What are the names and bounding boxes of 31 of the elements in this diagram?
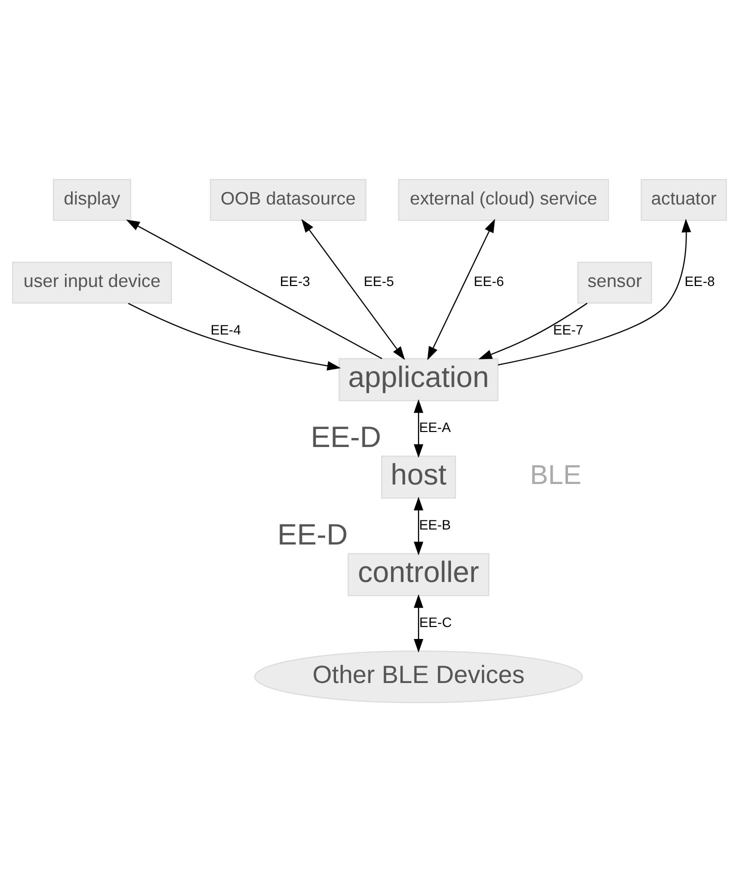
edge-label: EE-4 (210, 322, 241, 338)
node-box: application (338, 358, 498, 402)
arrow (498, 218, 692, 366)
node-box: actuator (640, 178, 727, 221)
label: BLE (530, 459, 582, 490)
node-box: controller (348, 553, 490, 596)
node-box: sensor (577, 262, 652, 304)
node-box: display (52, 178, 132, 221)
node-label: EE-D (277, 518, 348, 552)
node-box: user input device (12, 262, 172, 304)
arrow (128, 302, 341, 371)
arrow (126, 220, 382, 360)
edge-label: EE-A (419, 420, 451, 435)
node-box: OOB datasource (210, 178, 366, 221)
edge-label: EE-B (419, 517, 451, 532)
arrow (301, 219, 405, 360)
edge-label: EE-3 (280, 274, 310, 290)
edge-label: EE-8 (684, 274, 715, 290)
arrow (414, 399, 424, 458)
node-box: external (cloud) service (398, 178, 609, 221)
node-box: host (381, 456, 456, 499)
node-label: EE-D (310, 420, 382, 454)
edge-label: EE-6 (474, 274, 504, 290)
edge-label: EE-5 (364, 274, 394, 290)
edge-label: EE-7 (553, 322, 584, 338)
arrow (478, 302, 588, 360)
arrow (414, 496, 424, 556)
arrow (414, 594, 424, 653)
node-ellipse: Other BLE Devices (254, 650, 583, 704)
edge-label: EE-C (419, 614, 452, 630)
arrow (427, 218, 496, 360)
